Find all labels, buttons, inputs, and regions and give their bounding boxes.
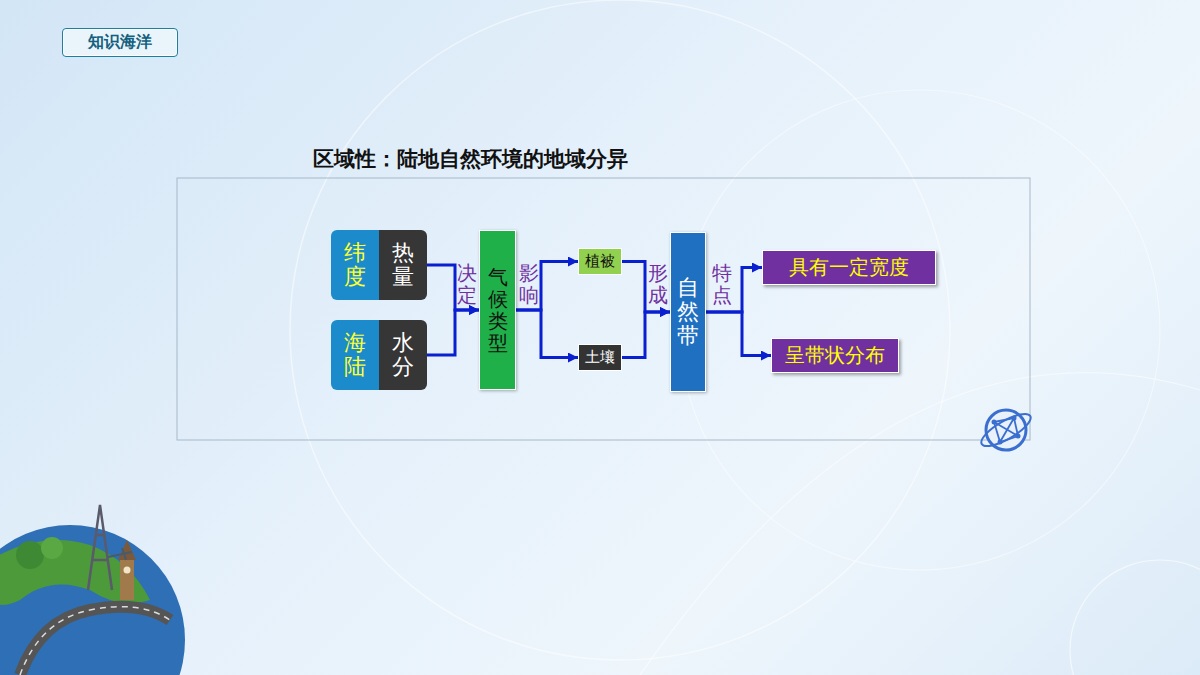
factor-text: 水分 <box>392 331 414 379</box>
factor-effect: 热量 <box>379 230 427 300</box>
flow-arrow <box>622 312 670 358</box>
climate-box: 气候类型 <box>479 230 516 390</box>
flow-arrow <box>516 262 578 311</box>
flow-arrow <box>516 310 578 358</box>
edge-label: 决定 <box>457 262 477 306</box>
flow-arrow <box>622 262 670 313</box>
flow-arrow <box>427 310 479 355</box>
network-globe-icon <box>977 408 1034 452</box>
box-text: 植被 <box>585 252 615 271</box>
badge-text: 知识海洋 <box>88 32 152 53</box>
box-text: 呈带状分布 <box>785 342 885 369</box>
box-text: 气候类型 <box>488 266 508 354</box>
factor-text: 海陆 <box>344 331 366 379</box>
section-badge: 知识海洋 <box>62 28 178 57</box>
factor-text: 纬度 <box>344 241 366 289</box>
edge-label: 形成 <box>648 262 668 306</box>
diagram-title: 区域性：陆地自然环境的地域分异 <box>313 145 628 173</box>
factor-box: 纬度热量 <box>331 230 427 300</box>
globe-landmarks-illustration <box>0 505 185 675</box>
factor-box: 海陆水分 <box>331 320 427 390</box>
edge-label: 特点 <box>712 262 732 306</box>
soil-box: 土壤 <box>578 344 622 371</box>
factor-cause: 海陆 <box>331 320 379 390</box>
box-text: 具有一定宽度 <box>789 254 909 281</box>
feature-box: 呈带状分布 <box>771 338 899 373</box>
factor-cause: 纬度 <box>331 230 379 300</box>
factor-text: 热量 <box>392 241 414 289</box>
box-text: 土壤 <box>585 348 615 367</box>
vegetation-box: 植被 <box>578 248 622 275</box>
feature-box: 具有一定宽度 <box>762 250 936 285</box>
factor-effect: 水分 <box>379 320 427 390</box>
edge-label: 影响 <box>519 262 539 306</box>
content-frame <box>177 178 1030 440</box>
flow-arrow <box>706 312 771 356</box>
box-text: 自然带 <box>677 276 699 349</box>
natural-zone-box: 自然带 <box>670 232 706 392</box>
